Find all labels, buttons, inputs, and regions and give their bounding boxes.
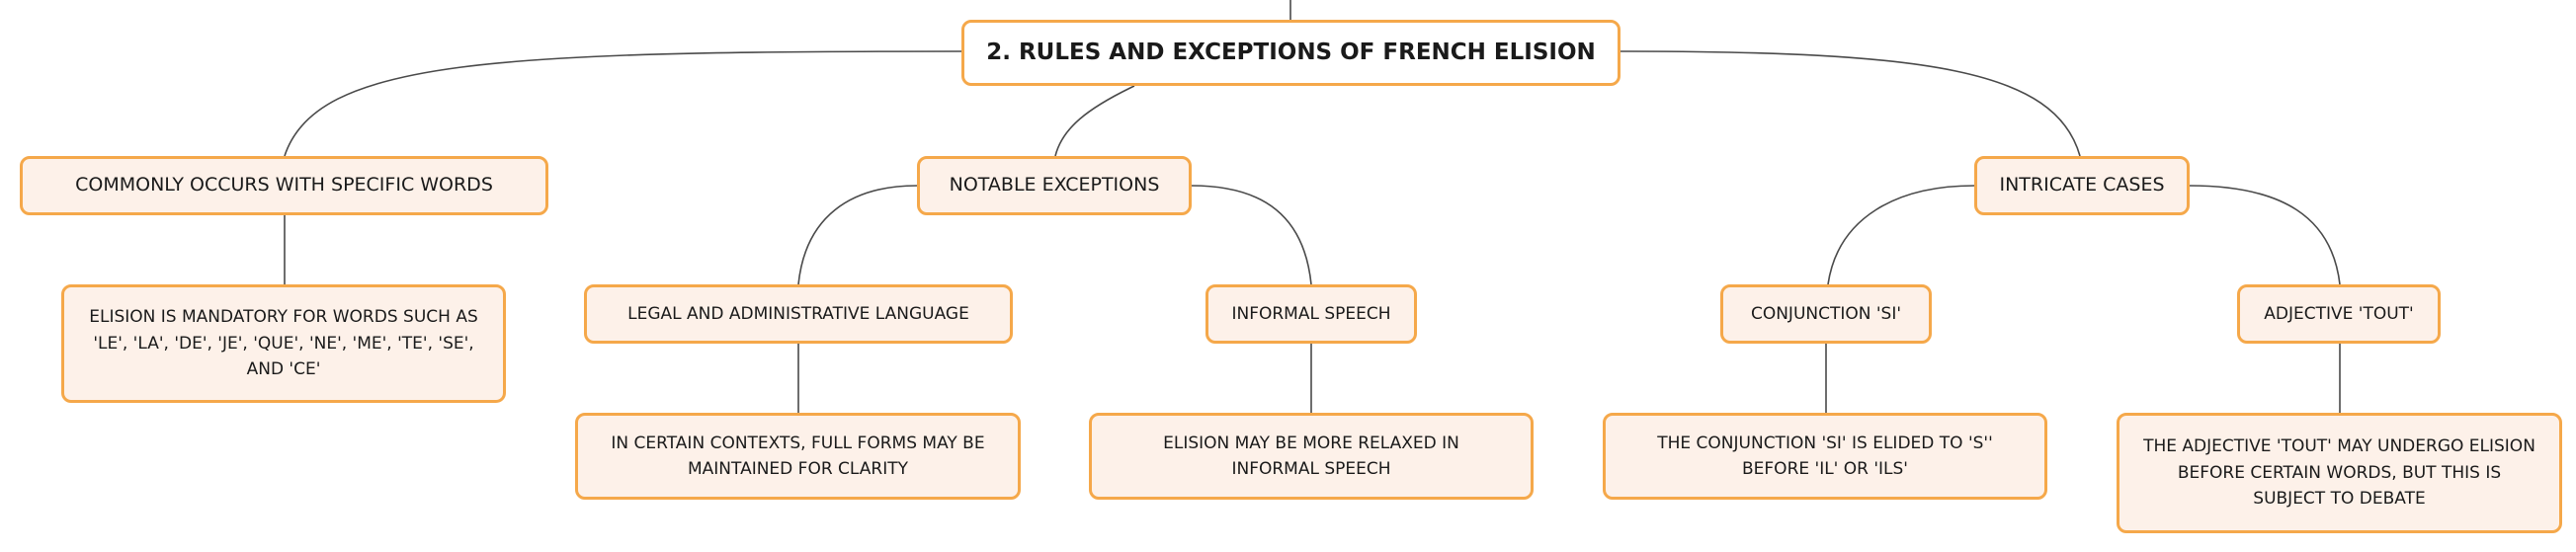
subtopic-informal-speech[interactable]: INFORMAL SPEECH [1205, 284, 1417, 344]
detail-si-elided[interactable]: THE CONJUNCTION 'SI' IS ELIDED TO 'S'' B… [1603, 413, 2047, 500]
connector-root-to-intricate [1620, 50, 2081, 157]
topic-notable-exceptions[interactable]: NOTABLE EXCEPTIONS [917, 156, 1192, 215]
detail-full-forms[interactable]: IN CERTAIN CONTEXTS, FULL FORMS MAY BE M… [575, 413, 1021, 500]
connector-intricate-to-tout [2189, 185, 2341, 285]
connector-root-to-exceptions [1054, 85, 1135, 157]
connector-root-to-common [284, 50, 962, 157]
connector-exceptions-to-legal [797, 185, 918, 285]
subtopic-conjunction-si[interactable]: CONJUNCTION 'SI' [1720, 284, 1932, 344]
connector-exceptions-to-informal [1191, 185, 1312, 285]
detail-relaxed-elision[interactable]: ELISION MAY BE MORE RELAXED IN INFORMAL … [1089, 413, 1534, 500]
topic-intricate-cases[interactable]: INTRICATE CASES [1974, 156, 2190, 215]
connector-intricate-to-si [1827, 185, 1975, 285]
topic-commonly-occurs[interactable]: COMMONLY OCCURS WITH SPECIFIC WORDS [20, 156, 548, 215]
subtopic-legal-language[interactable]: LEGAL AND ADMINISTRATIVE LANGUAGE [584, 284, 1013, 344]
root-node[interactable]: 2. RULES AND EXCEPTIONS OF FRENCH ELISIO… [961, 20, 1620, 86]
subtopic-adjective-tout[interactable]: ADJECTIVE 'TOUT' [2237, 284, 2441, 344]
detail-tout-elision[interactable]: THE ADJECTIVE 'TOUT' MAY UNDERGO ELISION… [2117, 413, 2562, 533]
detail-mandatory-elision[interactable]: ELISION IS MANDATORY FOR WORDS SUCH AS '… [61, 284, 506, 403]
